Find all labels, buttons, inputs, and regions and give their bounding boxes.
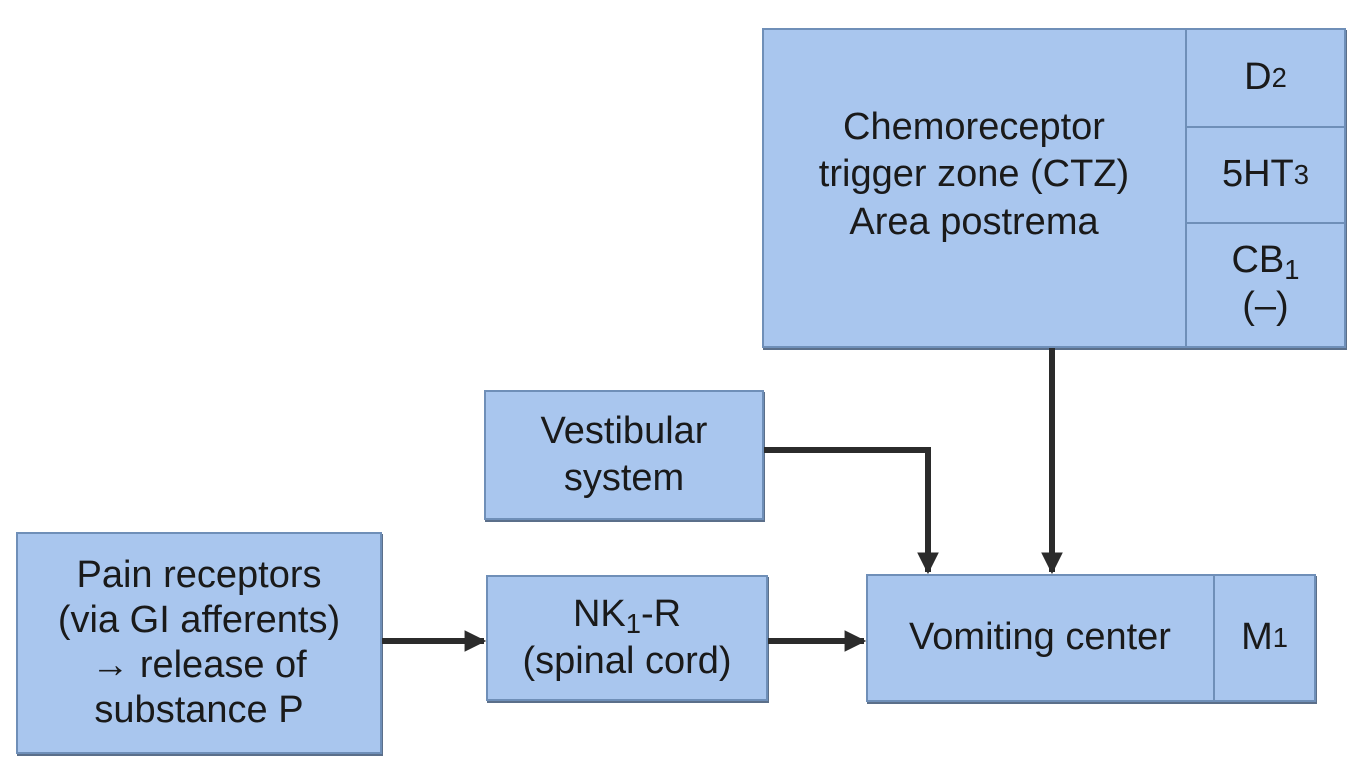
- receptor-cb1-main: CB: [1231, 239, 1285, 282]
- nk1r-label: NK1-R (spinal cord): [488, 577, 766, 699]
- pain-line-1: Pain receptors: [76, 554, 322, 597]
- ctz-line-3: Area postrema: [849, 200, 1099, 243]
- receptor-cb1: CB1 (–): [1187, 224, 1344, 344]
- receptor-5ht3-main: 5HT: [1221, 153, 1294, 196]
- pain-line-4: substance P: [94, 688, 304, 731]
- nk1r-line-2: (spinal cord): [522, 640, 732, 682]
- arrow-vestibular-to-vomiting: [764, 447, 939, 575]
- receptor-cb1-sub: 1: [1284, 254, 1300, 286]
- vomiting-divider: [1213, 576, 1215, 700]
- pain-line-2: (via GI afferents): [57, 599, 341, 642]
- vestibular-label: Vestibular system: [486, 392, 762, 518]
- pain-receptors-box: Pain receptors (via GI afferents) → rele…: [16, 532, 382, 754]
- ctz-divider: [1185, 30, 1187, 346]
- ctz-box: Chemoreceptor trigger zone (CTZ) Area po…: [762, 28, 1346, 348]
- pain-line-3: → release of: [91, 644, 307, 686]
- nk1r-sub: 1: [625, 607, 641, 639]
- vomiting-center-label: Vomiting center: [909, 616, 1171, 659]
- receptor-cb1-note: (–): [1242, 285, 1289, 327]
- ctz-receptor-divider-1: [1187, 126, 1344, 128]
- vestibular-line-2: system: [563, 457, 685, 499]
- nk1r-box: NK1-R (spinal cord): [486, 575, 768, 701]
- ctz-label: Chemoreceptor trigger zone (CTZ) Area po…: [764, 90, 1184, 260]
- receptor-m1-main: M: [1241, 616, 1273, 659]
- vestibular-box: Vestibular system: [484, 390, 764, 520]
- ctz-line-2: trigger zone (CTZ): [818, 153, 1130, 196]
- vestibular-line-1: Vestibular: [540, 409, 708, 452]
- ctz-line-1: Chemoreceptor: [843, 105, 1105, 148]
- ctz-receptor-divider-2: [1187, 222, 1344, 224]
- nk1r-suffix: -R: [640, 592, 682, 635]
- pain-receptors-label: Pain receptors (via GI afferents) → rele…: [18, 534, 380, 752]
- receptor-d2-main: D: [1244, 56, 1272, 99]
- nk1r-main: NK: [572, 592, 626, 635]
